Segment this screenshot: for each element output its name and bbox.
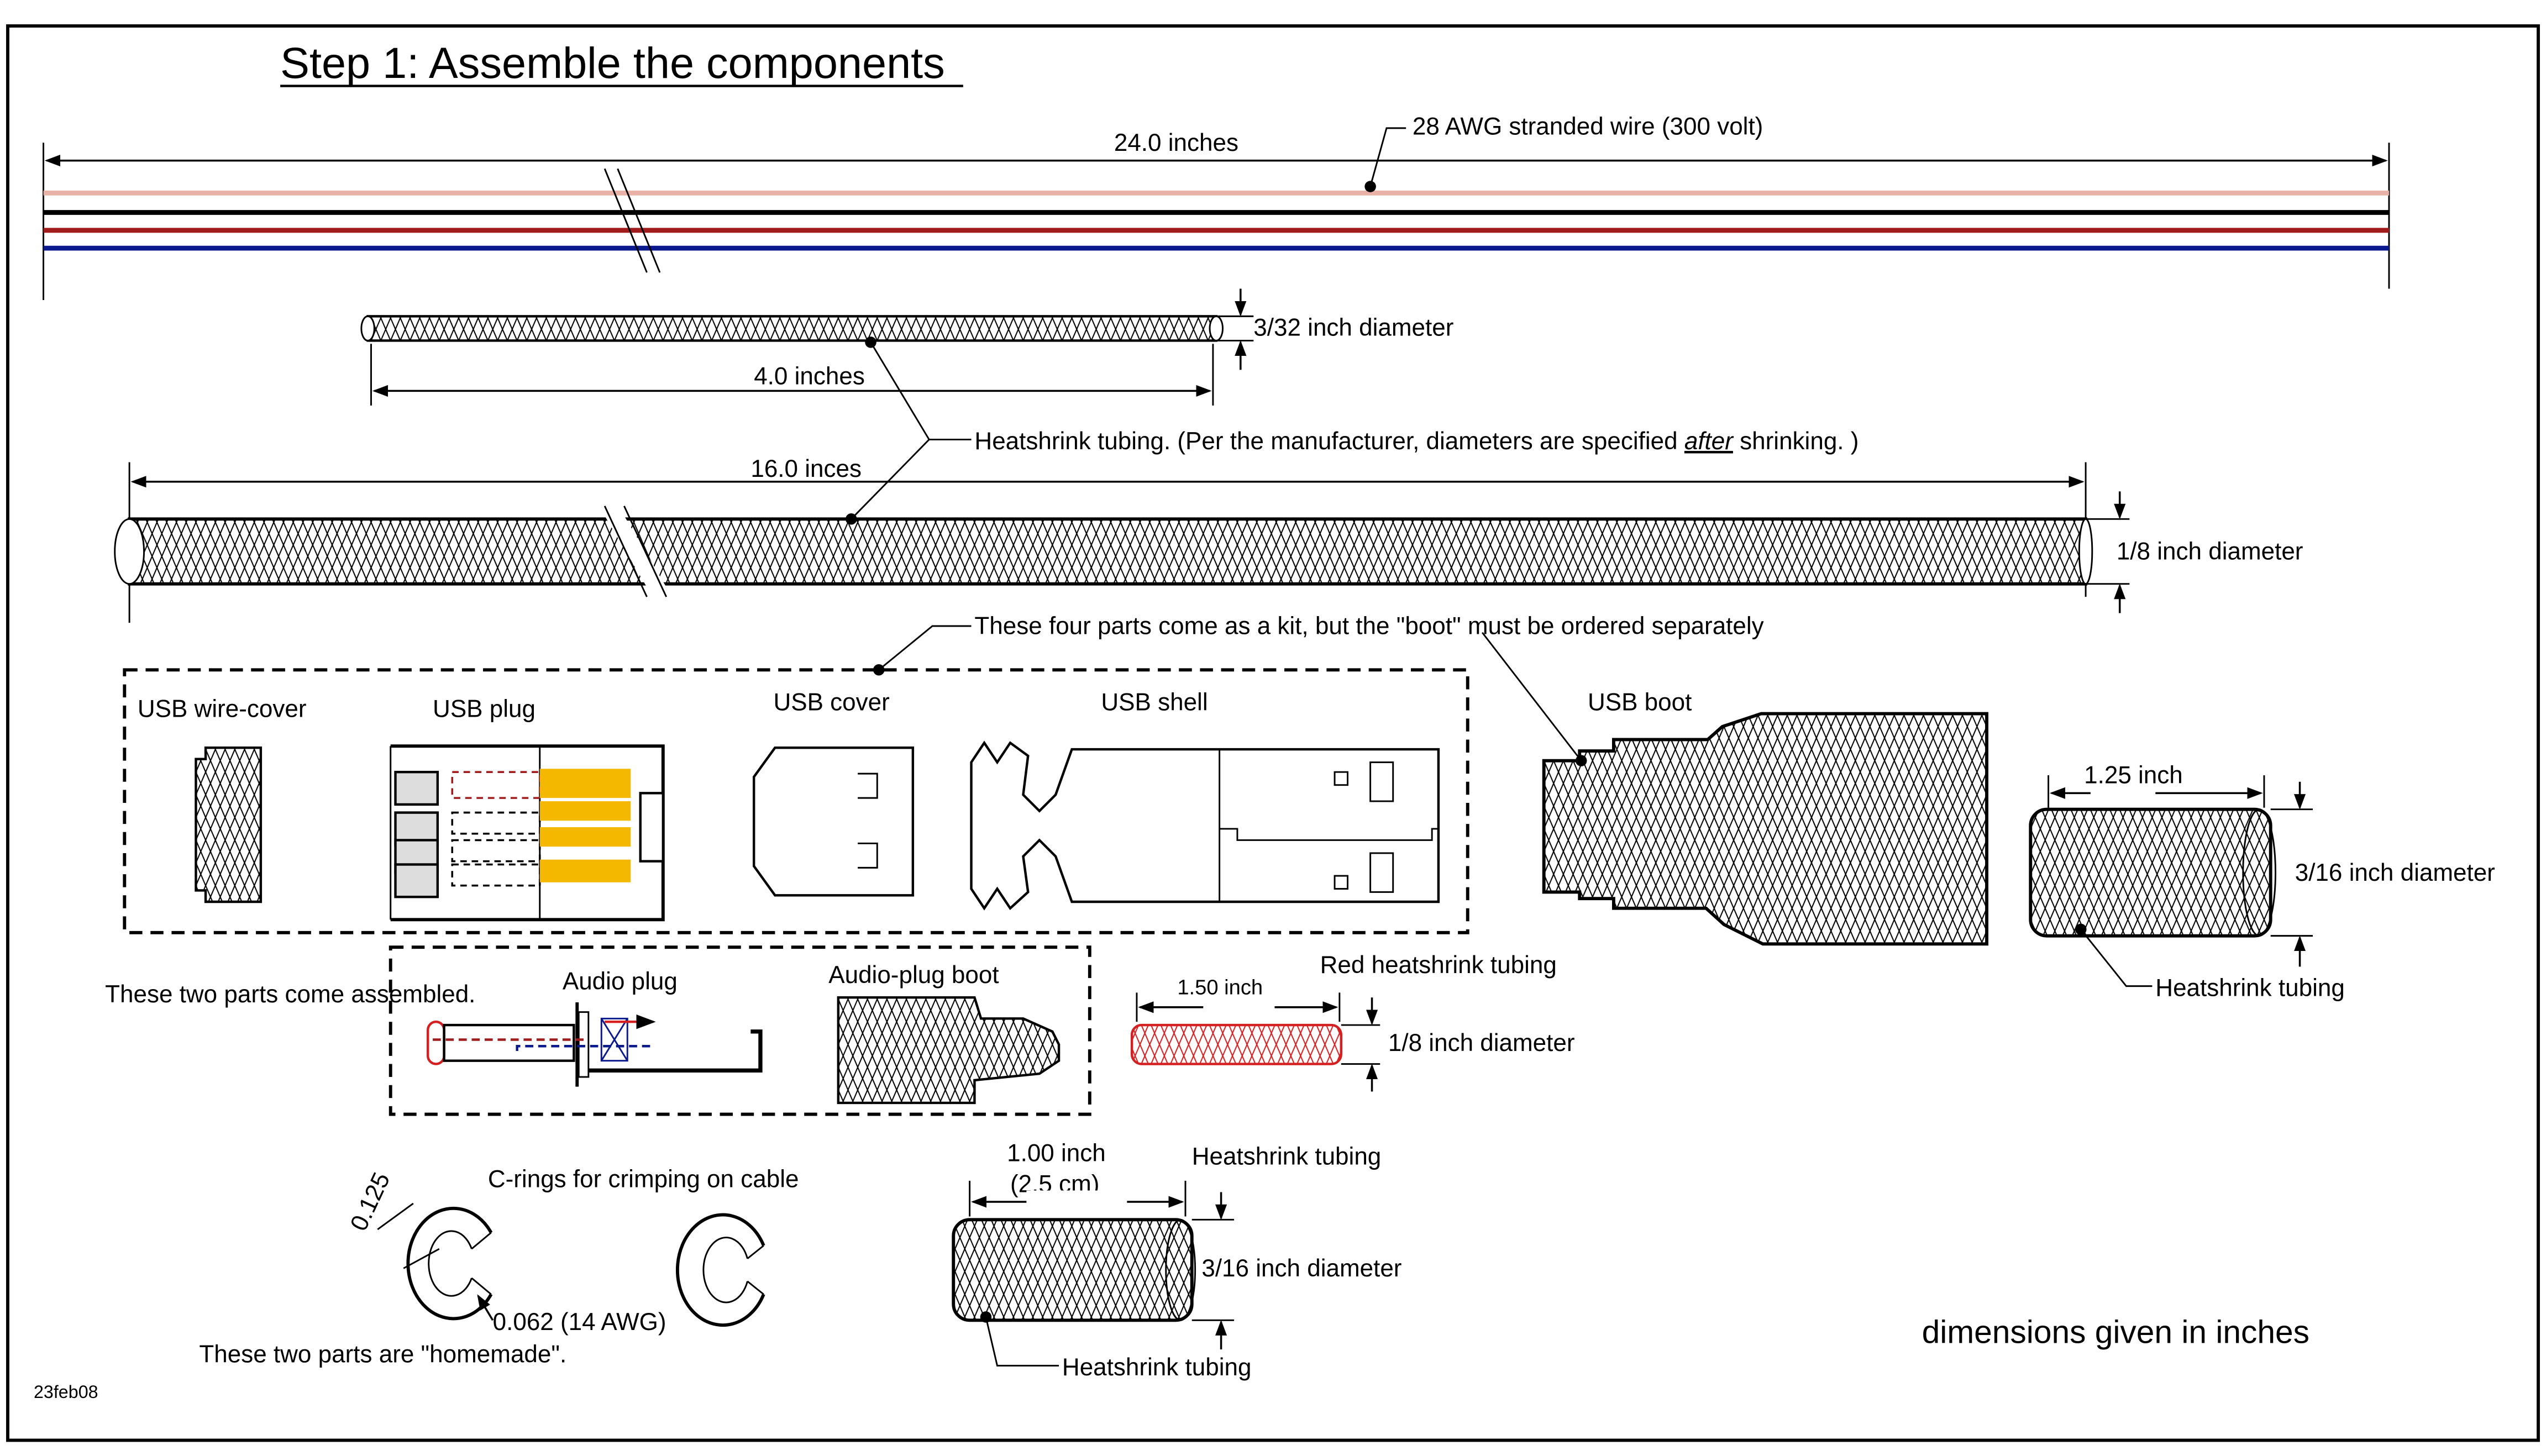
tubing-16in: 16.0 inces 1/8 inch diameter <box>114 455 2303 623</box>
boot-leader <box>1481 632 1582 761</box>
wire-bundle: 24.0 inches 28 AWG stranded wire (300 vo… <box>43 113 2390 301</box>
audio-assembled-note: These two parts come assembled. <box>105 981 475 1008</box>
tubing-4in: 4.0 inches 3/32 inch diameter <box>360 288 1453 406</box>
usb-boot: USB boot <box>1542 689 1988 946</box>
audio-plug-boot-label: Audio-plug boot <box>828 961 999 989</box>
tubing-125in-length: 1.25 inch <box>2084 762 2183 789</box>
usb-plug-label: USB plug <box>433 695 536 722</box>
tubing-125in-callout: Heatshrink tubing <box>2155 974 2345 1001</box>
page-border <box>6 24 2540 1442</box>
usb-boot-label: USB boot <box>1588 689 1692 716</box>
tubing-1in: 1.00 inch (2.5 cm) Heatshrink tubing 3/1… <box>952 1140 1401 1381</box>
kit-dashed-box <box>123 668 1469 934</box>
heatshrink-callout: Heatshrink tubing. (Per the manufacturer… <box>851 341 1859 520</box>
tubing-4in-length: 4.0 inches <box>754 363 865 390</box>
audio-plug-label: Audio plug <box>563 968 678 995</box>
dimensions-note: dimensions given in inches <box>1922 1314 2309 1350</box>
usb-cover <box>753 746 915 897</box>
tubing-125in-diameter: 3/16 inch diameter <box>2295 859 2495 886</box>
c-ring-outer-dim: 0.125 <box>345 1168 395 1235</box>
wire-callout: 28 AWG stranded wire (300 volt) <box>1413 113 1763 140</box>
date-stamp: 23feb08 <box>34 1382 98 1402</box>
usb-kit: These four parts come as a kit, but the … <box>123 613 1764 934</box>
contact-3 <box>539 827 631 847</box>
red-tubing-length: 1.50 inch <box>1177 975 1263 999</box>
c-rings: C-rings for crimping on cable 0.125 0.06… <box>199 1166 799 1368</box>
break-mark <box>603 168 648 273</box>
homemade-note: These two parts are "homemade". <box>199 1341 566 1368</box>
contact-2 <box>539 801 631 821</box>
audio-dashed-box <box>389 945 1091 1116</box>
tubing-1in-length: 1.00 inch <box>1007 1140 1106 1167</box>
usb-wire-cover-label: USB wire-cover <box>138 695 307 722</box>
c-ring-dimensioned: 0.125 0.062 (14 AWG) <box>345 1168 666 1335</box>
kit-callout: These four parts come as a kit, but the … <box>974 613 1763 640</box>
red-tubing-label: Red heatshrink tubing <box>1320 952 1557 979</box>
usb-shell <box>970 740 1440 911</box>
tubing-125in: 1.25 inch 3/16 inch diameter Heatshrink … <box>2029 762 2495 1001</box>
tubing-16in-diameter: 1/8 inch diameter <box>2117 538 2303 565</box>
usb-wire-cover <box>195 746 263 903</box>
tubing-16in-length: 16.0 inces <box>750 455 862 482</box>
c-rings-label: C-rings for crimping on cable <box>488 1166 799 1193</box>
contact-1 <box>539 769 631 798</box>
usb-shell-label: USB shell <box>1101 689 1208 716</box>
audio-plug <box>427 1002 763 1087</box>
page-title: Step 1: Assemble the components <box>280 38 945 87</box>
usb-plug <box>390 744 665 922</box>
c-ring-wire-dim: 0.062 (14 AWG) <box>493 1308 666 1336</box>
red-tubing-diameter: 1/8 inch diameter <box>1388 1029 1575 1056</box>
tubing-1in-top-label: Heatshrink tubing <box>1192 1143 1382 1170</box>
c-ring <box>676 1213 765 1327</box>
wire-length-label: 24.0 inches <box>1114 129 1238 156</box>
usb-cover-label: USB cover <box>773 689 889 716</box>
tubing-4in-diameter: 3/32 inch diameter <box>1253 314 1453 341</box>
red-tubing: Red heatshrink tubing 1.50 inch 1/8 inch… <box>1130 952 1575 1092</box>
tubing-1in-callout: Heatshrink tubing <box>1062 1354 1252 1381</box>
audio-kit: These two parts come assembled. Audio pl… <box>105 945 1091 1116</box>
tubing-1in-diameter: 3/16 inch diameter <box>1201 1255 1401 1282</box>
audio-plug-boot <box>837 996 1061 1105</box>
heatshrink-callout-text: Heatshrink tubing. (Per the manufacturer… <box>974 428 1859 455</box>
contact-4 <box>539 859 631 882</box>
